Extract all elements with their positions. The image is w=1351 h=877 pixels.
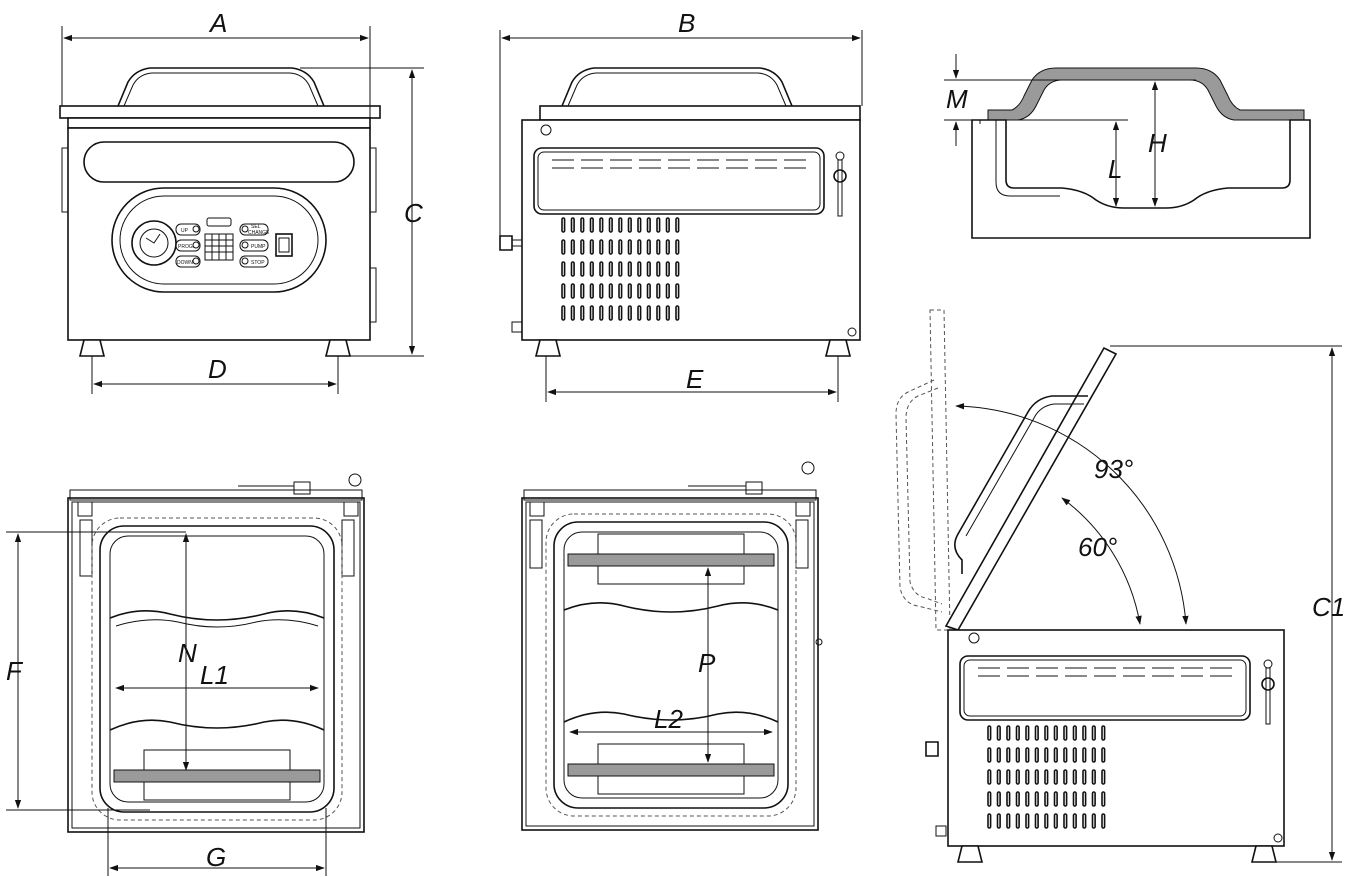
lid-louvres-2 [978,667,1232,677]
angle-label-93: 93° [1094,454,1133,484]
dimension-label-l2: L2 [654,704,683,734]
dimension-label-m: M [946,84,968,114]
dimension-label-p: P [698,648,716,678]
dimension-label-l1: L1 [200,660,229,690]
side-vents-2 [987,725,1106,829]
dimension-label-d: D [208,354,227,384]
change-label: CHANGE [248,230,270,236]
dimension-label-g: G [206,842,226,872]
angle-label-60: 60° [1078,532,1117,562]
lid-louvres [552,159,806,169]
dimension-label-a: A [208,8,227,38]
dimension-label-f: F [6,656,24,686]
up-label: UP [181,228,189,234]
pump-label: PUMP [251,244,266,250]
dimension-label-e: E [686,364,704,394]
prog-label: PROG. [178,244,194,250]
dimension-label-l: L [1108,154,1122,184]
side-view [499,30,863,402]
top-view-chamber [6,473,365,876]
open-lid-view [895,309,1342,863]
dimension-label-n: N [178,638,197,668]
dimension-label-b: B [678,8,695,38]
dimension-label-h: H [1148,128,1167,158]
front-view: UP PROG. DOWN SEL CHANGE PUMP STOP [59,26,424,394]
side-vents [561,217,680,321]
top-view-double-seal [521,461,823,831]
sel-label: SEL [251,224,261,230]
down-label: DOWN [177,260,193,266]
dimension-label-c: C [404,198,423,228]
chamber-section [944,54,1311,239]
dimension-label-c1: C1 [1312,592,1345,622]
stop-label: STOP [251,260,265,266]
